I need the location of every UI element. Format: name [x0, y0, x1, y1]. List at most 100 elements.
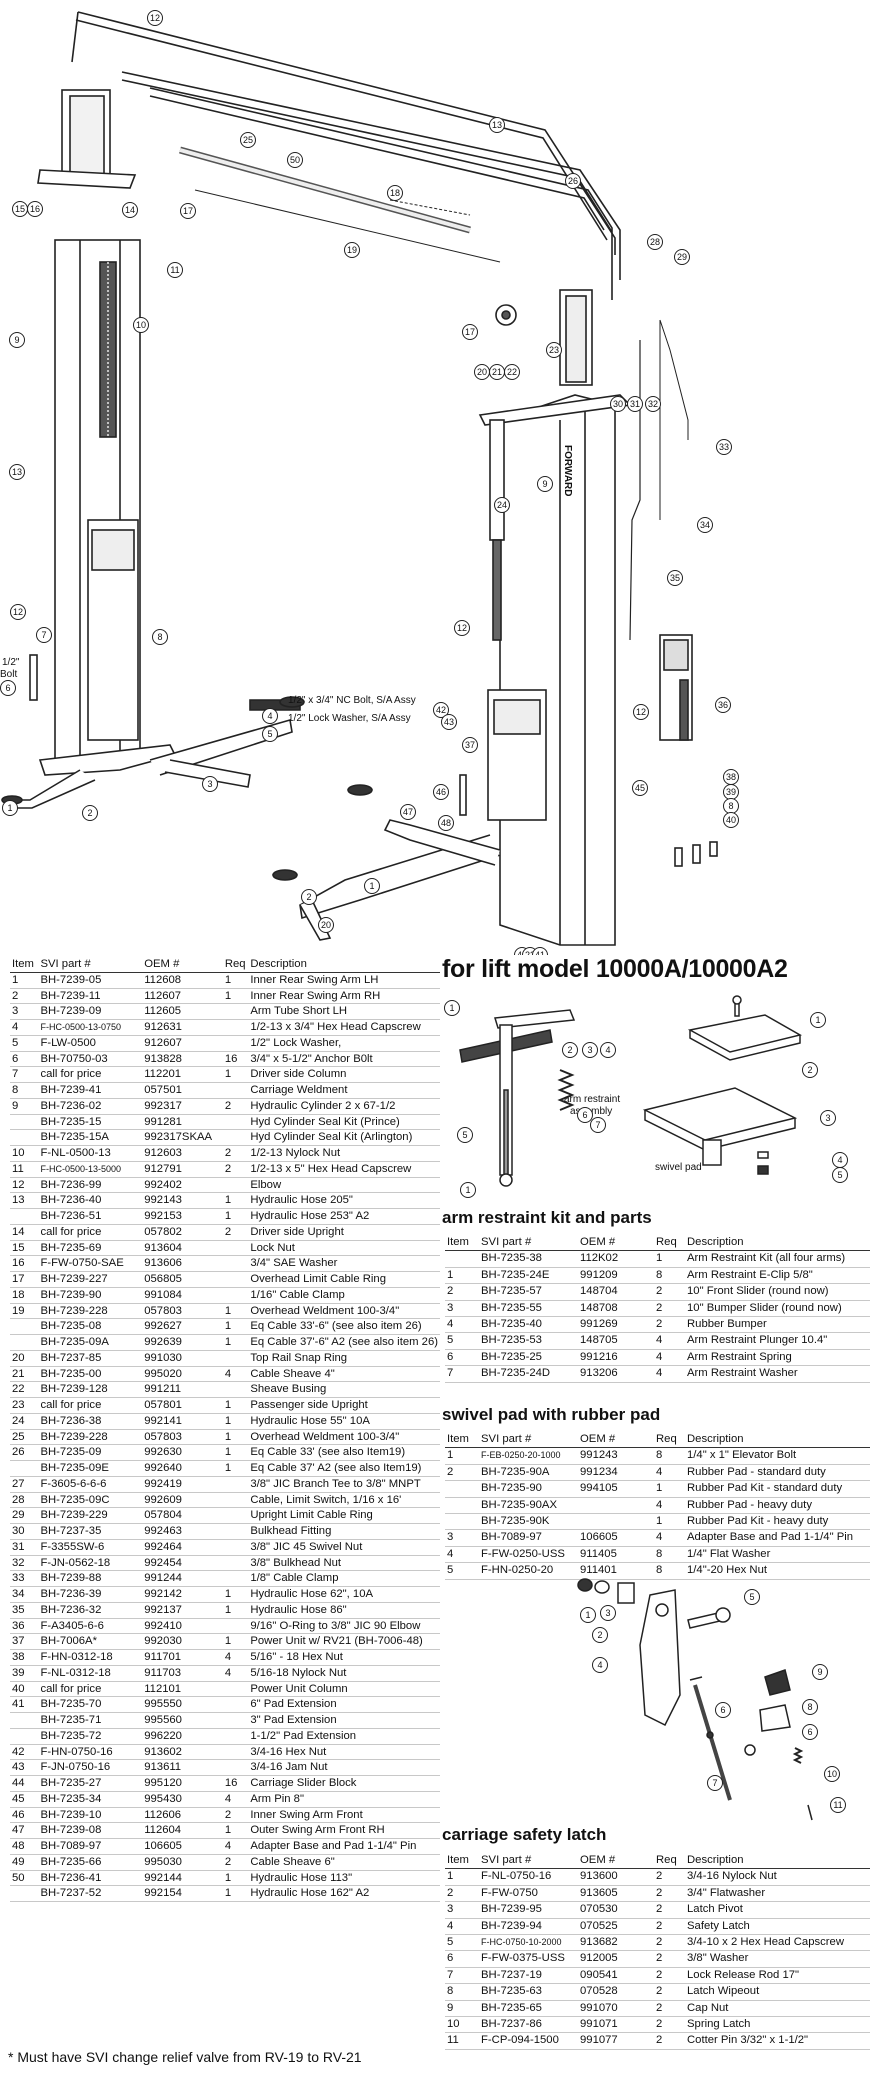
callout-number: 6: [582, 1110, 587, 1120]
cell-description: Lock Nut: [248, 1240, 440, 1257]
cell-item: [10, 1885, 39, 1902]
cell-oem: 911405: [578, 1546, 654, 1564]
cell-item: [10, 1129, 39, 1146]
cell-req: 1: [222, 1208, 249, 1225]
cell-description: 3/8" Washer: [685, 1950, 870, 1968]
cell-item: 9: [10, 1098, 39, 1115]
cell-oem: 070528: [578, 1983, 654, 2001]
callout-number: 50: [290, 155, 300, 165]
cell-item: 46: [10, 1807, 39, 1824]
header-description: Description: [685, 1853, 870, 1870]
cell-oem: 992410: [142, 1618, 223, 1635]
cell-req: [222, 1555, 249, 1572]
callout-circle: [433, 702, 449, 718]
callout-circle: [462, 324, 478, 340]
cell-item: 35: [10, 1602, 39, 1619]
cell-req: 4: [222, 1366, 249, 1383]
cell-description: Eq Cable 37'-6" A2 (see also item 26): [248, 1334, 440, 1351]
cell-svi-part: BH-7089-97: [479, 1529, 578, 1547]
cell-svi-part: BH-7089-97: [38, 1838, 143, 1855]
cell-description: 10" Front Slider (round now): [685, 1283, 870, 1301]
callout-number: 2: [567, 1045, 572, 1055]
cell-description: Arm Restraint E-Clip 5/8": [685, 1267, 870, 1285]
cell-svi-part: BH-70750-03: [38, 1051, 143, 1068]
cell-req: [222, 1744, 249, 1761]
cell-description: Hydraulic Hose 162" A2: [248, 1885, 440, 1902]
cell-svi-part: BH-7239-228: [38, 1303, 143, 1320]
callout-circle: [82, 805, 98, 821]
callout-circle: [812, 1664, 828, 1680]
cell-svi-part: F-JN-0562-18: [38, 1555, 143, 1572]
cell-description: Hydraulic Hose 113": [248, 1870, 440, 1887]
cell-oem: 913602: [142, 1744, 223, 1761]
callout-circle: [627, 396, 643, 412]
cell-description: Eq Cable 37' A2 (see also Item19): [248, 1460, 440, 1477]
cell-req: [222, 1114, 249, 1131]
cell-svi-part: BH-7236-40: [38, 1192, 143, 1209]
cell-description: Power Unit w/ RV21 (BH-7006-48): [248, 1633, 440, 1650]
callout-number: 21: [492, 367, 502, 377]
cell-description: Arm Restraint Kit (all four arms): [685, 1250, 870, 1268]
header-oem: OEM #: [578, 1853, 654, 1870]
arm-restraint-drawing: [459, 995, 803, 1187]
cell-req: 2: [654, 1934, 685, 1952]
callout-number: 1: [369, 881, 374, 891]
callout-number: 11: [833, 1800, 842, 1810]
cell-req: [222, 1381, 249, 1398]
cell-item: 11: [445, 2032, 479, 2050]
cell-description: Spring Latch: [685, 2016, 870, 2034]
cell-req: 2: [222, 1224, 249, 1241]
cell-svi-part: BH-7239-05: [38, 972, 143, 989]
cell-svi-part: BH-7236-41: [38, 1870, 143, 1887]
cell-svi-part: F-FW-0750: [479, 1885, 578, 1903]
cell-req: [222, 1492, 249, 1509]
cell-oem: 913611: [142, 1759, 223, 1776]
cell-svi-part: BH-7239-94: [479, 1918, 578, 1936]
cell-item: 33: [10, 1570, 39, 1587]
callout-number: 32: [648, 399, 658, 409]
callout-circle: [457, 1127, 473, 1143]
callout-circle: [810, 1012, 826, 1028]
callout-number: 3: [825, 1113, 830, 1123]
cell-svi-part: BH-7236-39: [38, 1586, 143, 1603]
callout-number: 22: [525, 950, 535, 955]
cell-description: Adapter Base and Pad 1-1/4" Pin: [248, 1838, 440, 1855]
cell-description: 3/4" SAE Washer: [248, 1255, 440, 1272]
cell-item: 17: [10, 1271, 39, 1288]
cell-description: Driver side Column: [248, 1066, 440, 1083]
cell-oem: 992317: [142, 1098, 223, 1115]
callout-number: 3: [587, 1045, 592, 1055]
cell-svi-part: BH-7235-90: [479, 1480, 578, 1498]
cell-oem: 112K02: [578, 1250, 654, 1268]
bolt-label-size: 1/2": [2, 657, 20, 668]
cell-oem: [578, 1513, 654, 1531]
cell-description: Latch Wipeout: [685, 1983, 870, 2001]
cell-item: 19: [10, 1303, 39, 1320]
callout-circle: [723, 812, 739, 828]
header-svi-part: SVI part #: [479, 1853, 578, 1870]
callout-circle: [400, 804, 416, 820]
cell-description: Arm Restraint Plunger 10.4": [685, 1332, 870, 1350]
cell-req: 1: [222, 1822, 249, 1839]
cell-description: 1/8" Cable Clamp: [248, 1570, 440, 1587]
callout-circle: [744, 1589, 760, 1605]
cell-svi-part: BH-7237-52: [38, 1885, 143, 1902]
callout-number: 49: [517, 950, 527, 955]
